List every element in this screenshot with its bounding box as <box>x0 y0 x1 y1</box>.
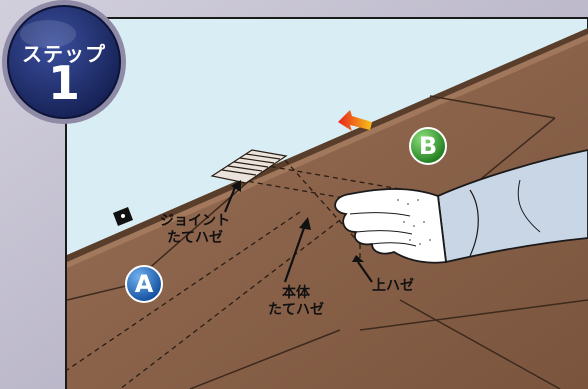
body-seam-line1: 本体 <box>282 285 310 301</box>
clip-bracket <box>113 207 133 226</box>
marker-b: B <box>418 132 438 160</box>
roof-edge-highlight <box>67 34 588 268</box>
worker-hand <box>334 149 588 264</box>
joint-seam-label: ジョイント たてハゼ <box>160 213 230 247</box>
step-badge-text: ステップ 1 <box>0 0 128 128</box>
marker-a: A <box>134 270 154 298</box>
seam-ridge <box>210 149 288 184</box>
step-title: ステップ <box>22 42 106 66</box>
step-number: 1 <box>47 56 80 110</box>
body-seam-label: 本体 たてハゼ <box>268 285 324 319</box>
body-seam-line2: たてハゼ <box>268 301 324 318</box>
move-arrow-icon <box>338 110 372 131</box>
marker-b-circle <box>409 127 447 165</box>
marker-a-circle <box>125 265 163 303</box>
joint-seam-line2: たてハゼ <box>167 229 223 246</box>
upper-seam-label: 上ハゼ <box>372 278 414 294</box>
joint-seam-line1: ジョイント <box>160 213 230 229</box>
roof-edge <box>67 28 588 262</box>
step-badge <box>2 0 126 124</box>
label-arrow-icon <box>223 180 373 283</box>
